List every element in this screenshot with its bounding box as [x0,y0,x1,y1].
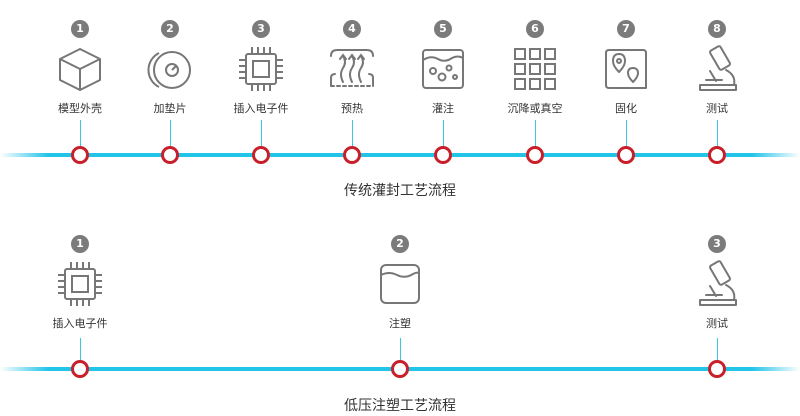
step-connector [716,120,718,150]
step-label: 沉降或真空 [507,102,563,115]
timeline-node [252,146,270,164]
potting-step-2: 2 加垫片 [120,20,220,116]
timeline-node [391,360,409,378]
step-connector [260,120,262,150]
step-connector [351,120,353,150]
timeline-track [0,153,800,157]
step-number-badge: 3 [708,235,726,253]
timeline-node [161,146,179,164]
potting-step-8: 8 测试 [667,20,767,116]
pour-icon [418,44,468,94]
step-label: 插入电子件 [52,317,108,330]
timeline-node [71,360,89,378]
step-connector [79,120,81,150]
step-connector [169,120,171,150]
chip-icon [236,44,286,94]
cube-icon [55,44,105,94]
microscope-icon [692,259,742,309]
potting-step-4: 4 预热 [302,20,402,116]
step-number-badge: 7 [617,20,635,38]
step-label: 灌注 [432,102,454,115]
timeline-node [434,146,452,164]
potting-step-6: 6 沉降或真空 [485,20,585,116]
step-connector [79,338,81,364]
low-pressure-step-3: 3 测试 [667,235,767,331]
flow-title: 传统灌封工艺流程 [344,183,456,199]
step-connector [442,120,444,150]
step-label: 测试 [706,102,728,115]
step-number-badge: 1 [71,235,89,253]
mold-icon [375,259,425,309]
step-label: 固化 [615,102,637,115]
timeline-node [343,146,361,164]
step-label: 测试 [706,317,728,330]
step-label: 插入电子件 [233,102,289,115]
step-label: 模型外壳 [58,102,102,115]
timeline-node [708,360,726,378]
chip-icon [55,259,105,309]
low-pressure-step-1: 1 插入电子件 [30,235,130,331]
step-label: 预热 [341,102,363,115]
cure-icon [601,44,651,94]
step-label: 注塑 [389,317,411,330]
low-pressure-step-2: 2 注塑 [350,235,450,331]
potting-step-1: 1 模型外壳 [30,20,130,116]
microscope-icon [692,44,742,94]
flow-title: 低压注塑工艺流程 [344,398,456,414]
potting-flow: 1 模型外壳 2 加垫片 3 [0,20,800,199]
step-number-badge: 8 [708,20,726,38]
potting-step-3: 3 插入电子件 [211,20,311,116]
disc-icon [145,44,195,94]
step-label: 加垫片 [153,102,187,115]
step-number-badge: 6 [526,20,544,38]
potting-step-7: 7 固化 [576,20,676,116]
step-number-badge: 5 [434,20,452,38]
grid-icon [510,44,560,94]
step-number-badge: 2 [161,20,179,38]
step-number-badge: 4 [343,20,361,38]
step-number-badge: 3 [252,20,270,38]
step-number-badge: 1 [71,20,89,38]
timeline-node [708,146,726,164]
low-pressure-flow: 1 插入电子件 2 注塑 3 [0,220,800,416]
step-connector [399,338,401,364]
heat-icon [327,44,377,94]
potting-step-5: 5 灌注 [393,20,493,116]
step-connector [716,338,718,364]
step-number-badge: 2 [391,235,409,253]
timeline-node [617,146,635,164]
timeline-node [526,146,544,164]
step-connector [534,120,536,150]
timeline-node [71,146,89,164]
step-connector [625,120,627,150]
